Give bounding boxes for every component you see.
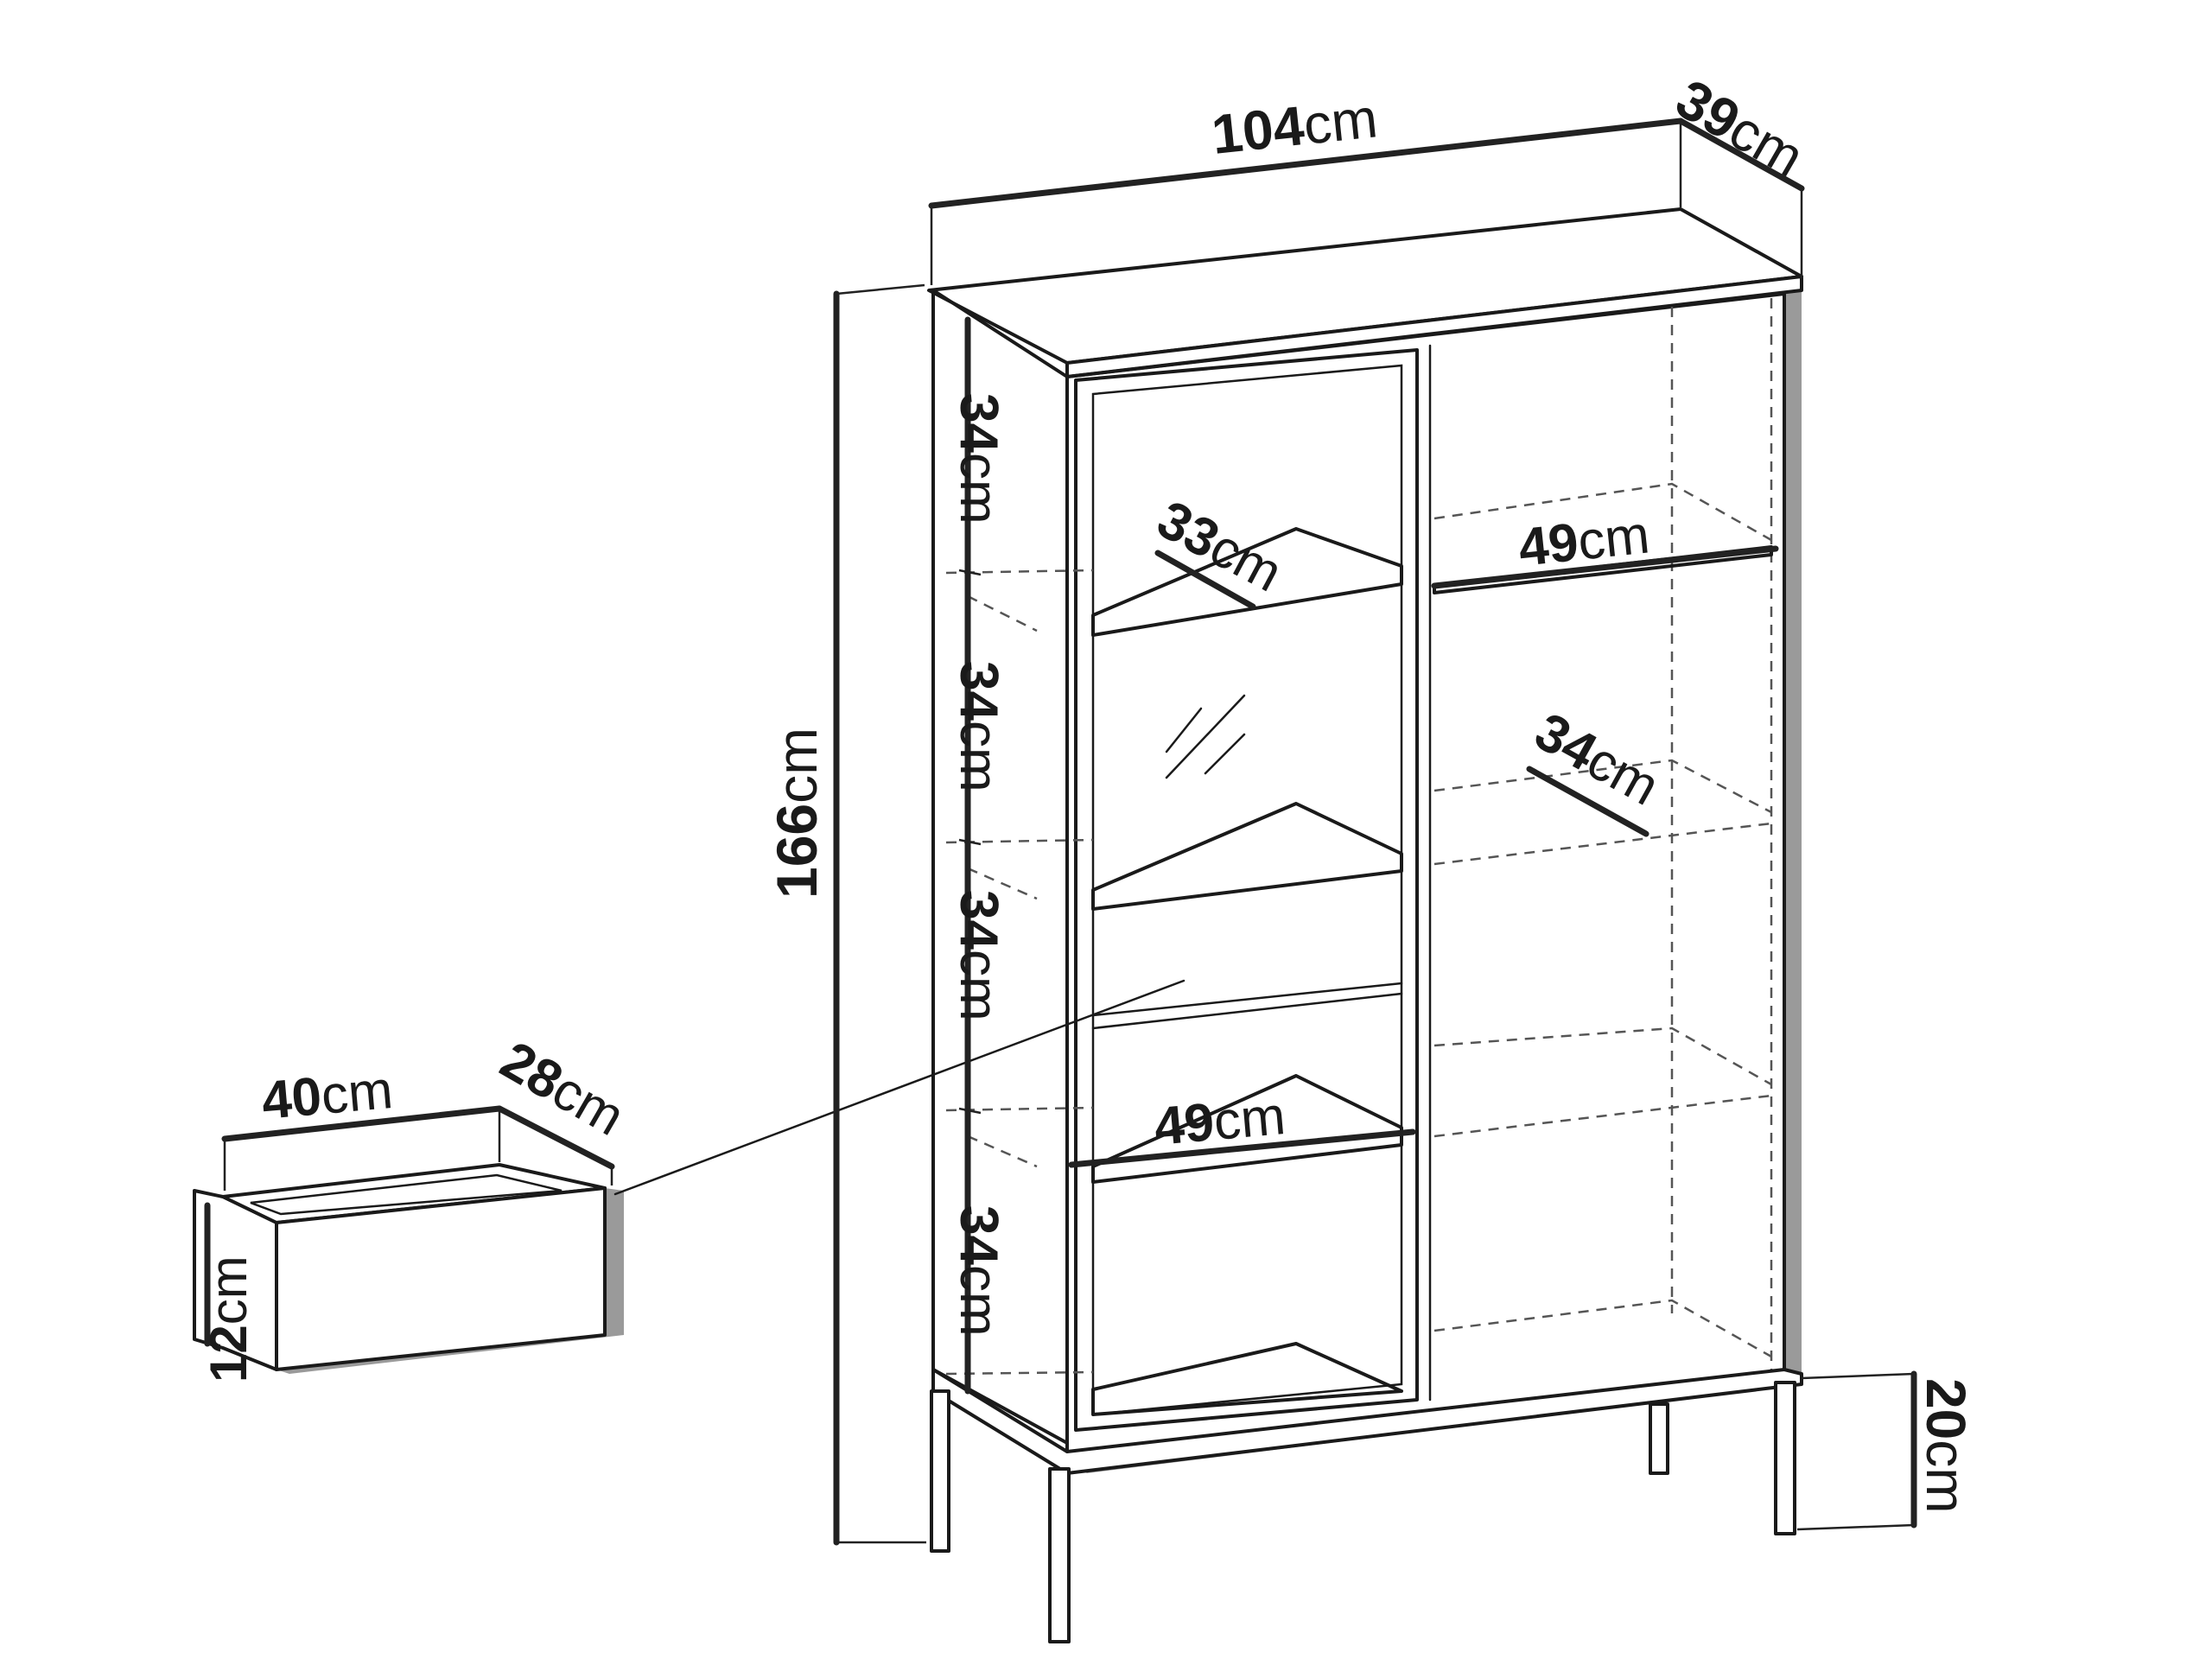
cabinet-drawing xyxy=(927,207,1803,1643)
label-right-shelf-depth: 34cm xyxy=(1525,702,1669,817)
leg-back-right xyxy=(1649,1402,1669,1475)
glass-door-frame xyxy=(1074,348,1419,1432)
drawer-depth-dim xyxy=(496,1105,615,1170)
cabinet-plinth xyxy=(931,1368,1803,1475)
cabinet-top-front-edge xyxy=(1065,275,1803,378)
leg-back-left xyxy=(930,1389,950,1553)
label-right-shelf-width: 49cm xyxy=(1516,505,1652,577)
label-shelf-spacing-1: 34cm xyxy=(949,393,1008,524)
drawer-width-dim xyxy=(221,1105,503,1142)
label-width: 104cm xyxy=(1209,86,1381,166)
label-drawer-depth: 28cm xyxy=(491,1030,634,1147)
label-shelf-spacing-2: 34cm xyxy=(949,661,1008,792)
drawer-leader-line xyxy=(613,979,1185,1196)
width-dim-line xyxy=(928,118,1684,209)
label-leg-height: 20cm xyxy=(1915,1378,1977,1514)
right-shelf-width-dim xyxy=(1431,545,1779,589)
depth-dim-line xyxy=(1677,118,1805,192)
leg-front-right xyxy=(1774,1381,1796,1535)
cabinet-front-frame xyxy=(1065,292,1786,1462)
label-height: 166cm xyxy=(765,728,829,899)
glass-shelf-depth-dim xyxy=(1154,550,1256,610)
glass-section-shelves xyxy=(1091,527,1403,1416)
drawer-inner-rim xyxy=(250,1173,563,1216)
label-glass-shelf-width: 49cm xyxy=(1152,1086,1287,1157)
label-depth: 39cm xyxy=(1666,67,1815,189)
glass-shelf-width-dim xyxy=(1068,1128,1416,1168)
right-hidden-shelf-lines xyxy=(1433,298,1773,1370)
label-drawer-height: 12cm xyxy=(200,1255,257,1382)
label-shelf-spacing-3: 34cm xyxy=(949,890,1008,1021)
glass-reflection-icon xyxy=(1165,694,1246,779)
leg-front-left xyxy=(1048,1467,1071,1643)
right-shelf-depth-dim xyxy=(1526,766,1649,837)
dimension-lines xyxy=(204,118,1917,1546)
drawer-drawing xyxy=(193,979,1185,1374)
drawer-front xyxy=(275,1186,607,1371)
glass-door-inner xyxy=(1091,364,1403,1416)
cabinet-side-shadow xyxy=(1784,285,1802,1382)
label-drawer-width: 40cm xyxy=(259,1060,395,1131)
label-shelf-spacing-4: 34cm xyxy=(949,1205,1008,1337)
